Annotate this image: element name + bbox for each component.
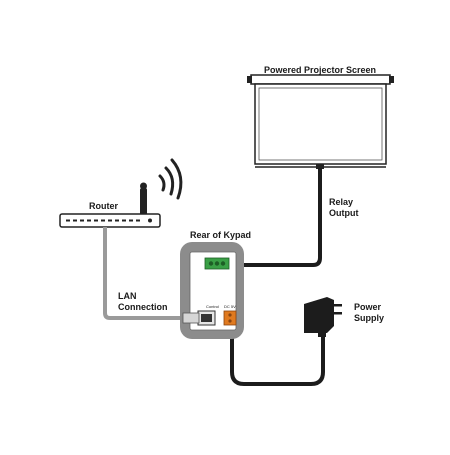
power-supply-label-line1: Power <box>354 302 382 312</box>
relay-output-cable <box>231 168 322 267</box>
rj45-port-icon <box>182 310 216 326</box>
relay-output-label-line2: Output <box>329 208 359 218</box>
projector-screen-label: Powered Projector Screen <box>264 65 377 75</box>
dc-port-label: DC 5V <box>224 304 236 309</box>
relay-output-label-line1: Relay <box>329 197 354 207</box>
keypad-rear-label: Rear of Kypad <box>190 230 252 240</box>
keypad-rear-panel <box>180 242 244 339</box>
dc-power-terminal <box>223 310 237 326</box>
control-port-label: Control <box>206 304 219 309</box>
lan-cable <box>103 227 194 320</box>
lan-connection-label-line1: LAN <box>118 291 137 301</box>
wifi-signal-icon <box>158 158 183 200</box>
power-adapter-icon <box>304 297 342 337</box>
lan-connection-label-line2: Connection <box>118 302 168 312</box>
router-icon <box>59 182 161 228</box>
projector-screen-icon <box>247 74 394 169</box>
power-cable <box>230 327 325 386</box>
power-supply-label-line2: Supply <box>354 313 385 323</box>
relay-terminal-block <box>204 257 230 270</box>
router-label: Router <box>89 201 118 211</box>
